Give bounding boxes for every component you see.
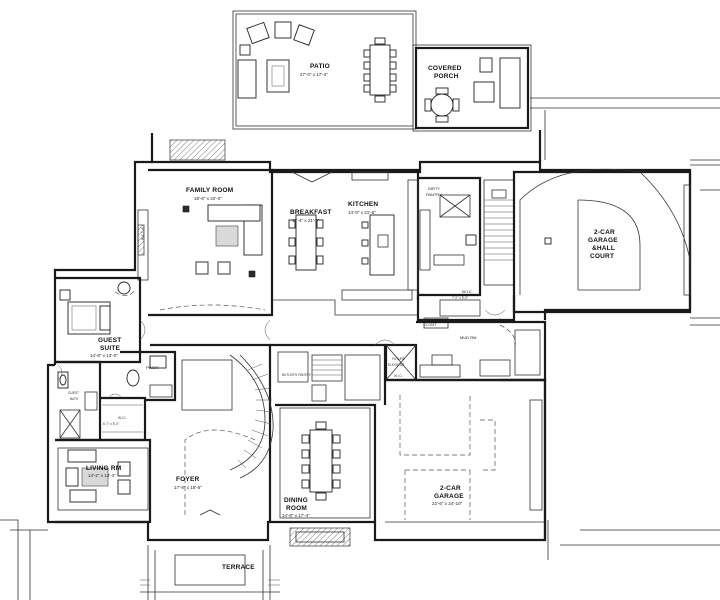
family-room: [137, 168, 274, 317]
garage-right: [512, 168, 692, 314]
living-rm-label: LIVING RM: [86, 465, 121, 472]
dirty-pantry-label-2: PANTRY: [426, 192, 442, 197]
guest-bath-label-2: BATH: [70, 397, 79, 401]
living-rm-dims: 14'-2" x 13'-4": [88, 473, 116, 478]
patio-sofa: [237, 59, 257, 99]
door-swings: [57, 309, 506, 399]
wic-upper-label: W.I.C.: [462, 289, 473, 294]
dining-bay: [289, 527, 351, 547]
butlers-pantry-note: BUTLER'S PANTRY: [282, 373, 312, 377]
foyer-dims: 17'-8" x 18'-6": [174, 485, 202, 490]
garage-left: [385, 378, 547, 540]
wic-guest-dims: 6'-7" x 5'-0": [103, 422, 119, 426]
dining-label-1: DINING: [284, 497, 308, 504]
kitchen-dims: 14'-0" x 21'-5": [348, 210, 376, 215]
porch-label-1: COVERED: [428, 65, 462, 72]
guest-suite: [55, 276, 142, 364]
dining-label-2: ROOM: [286, 505, 307, 512]
guest-bath-label-1: GUEST: [68, 391, 79, 395]
exterior-walls: [46, 130, 692, 542]
terrace-label: TERRACE: [222, 564, 255, 571]
patio-dims: 27'-0" x 17'-4": [300, 72, 328, 77]
breakfast-table: [295, 214, 317, 271]
living-room: [55, 438, 152, 524]
breakfast-dims: 11'-4" x 21'-5": [292, 218, 320, 223]
kitchen-island: [369, 214, 395, 276]
covered-porch: [412, 44, 532, 132]
garage-left-label-1: 2-CAR: [440, 485, 461, 492]
breakfast-label: BREAKFAST: [290, 209, 332, 216]
wic-upper-dims: 7'-0" x 5'-0": [452, 296, 468, 300]
garage-right-label-1: 2-CAR: [594, 229, 615, 236]
garage-right-label-2: GARAGE: [588, 237, 618, 244]
closet-note: CLOSET: [424, 323, 437, 327]
garage-right-label-4: COURT: [590, 253, 614, 260]
guest-suite-label-1: GUEST: [98, 337, 121, 344]
family-room-dims: 18'-6" x 22'-0": [194, 196, 222, 201]
guest-suite-dims: 14'-8" x 13'-0": [90, 353, 118, 358]
dining-room: [275, 403, 377, 547]
site-lines: [0, 97, 720, 600]
dining-table: [309, 429, 333, 493]
porch-round-table: [430, 93, 454, 117]
dirty-pantry: [418, 176, 482, 297]
porch-sofa: [499, 57, 521, 109]
pwdr-label: PWDR: [146, 365, 158, 370]
rear-stair: [483, 179, 515, 286]
family-room-coffee-table: [215, 225, 239, 247]
family-room-fireplace-hearth: [169, 139, 226, 161]
patio-dining-table: [369, 44, 391, 96]
wic-mud-label: W.I.C.: [394, 374, 403, 378]
foyer-label: FOYER: [176, 476, 199, 483]
patio: [232, 10, 417, 130]
terrace: [140, 545, 280, 600]
foyer-rug: [181, 359, 233, 411]
built-in-note: BUILT-IN: [141, 226, 145, 240]
porch-label-2: PORCH: [434, 73, 459, 80]
mud-room: [416, 320, 547, 382]
wic-guest-label: W.I.C.: [118, 416, 127, 420]
guest-suite-label-2: SUITE: [100, 345, 121, 352]
patio-label: PATIO: [310, 63, 330, 70]
foyer: [150, 343, 274, 522]
dirty-pantry-label-1: DIRTY: [428, 186, 440, 191]
garage-left-dims: 22'-6" x 24'-10": [432, 501, 463, 506]
kitchen-label: KITCHEN: [348, 201, 378, 208]
family-room-label: FAMILY ROOM: [186, 187, 233, 194]
mud-rm-label: MUD RM: [460, 335, 476, 340]
pwdr: [120, 350, 177, 402]
garage-right-label-3: &HALL: [592, 245, 615, 252]
dining-dims: 14'-8" x 17'-4": [282, 513, 310, 518]
breakfast-kitchen: [272, 168, 420, 316]
elevator-label-1: FUTURE: [392, 357, 405, 361]
elevator-label-2: ELEVATOR: [388, 363, 405, 367]
garage-left-label-2: GARAGE: [434, 493, 464, 500]
